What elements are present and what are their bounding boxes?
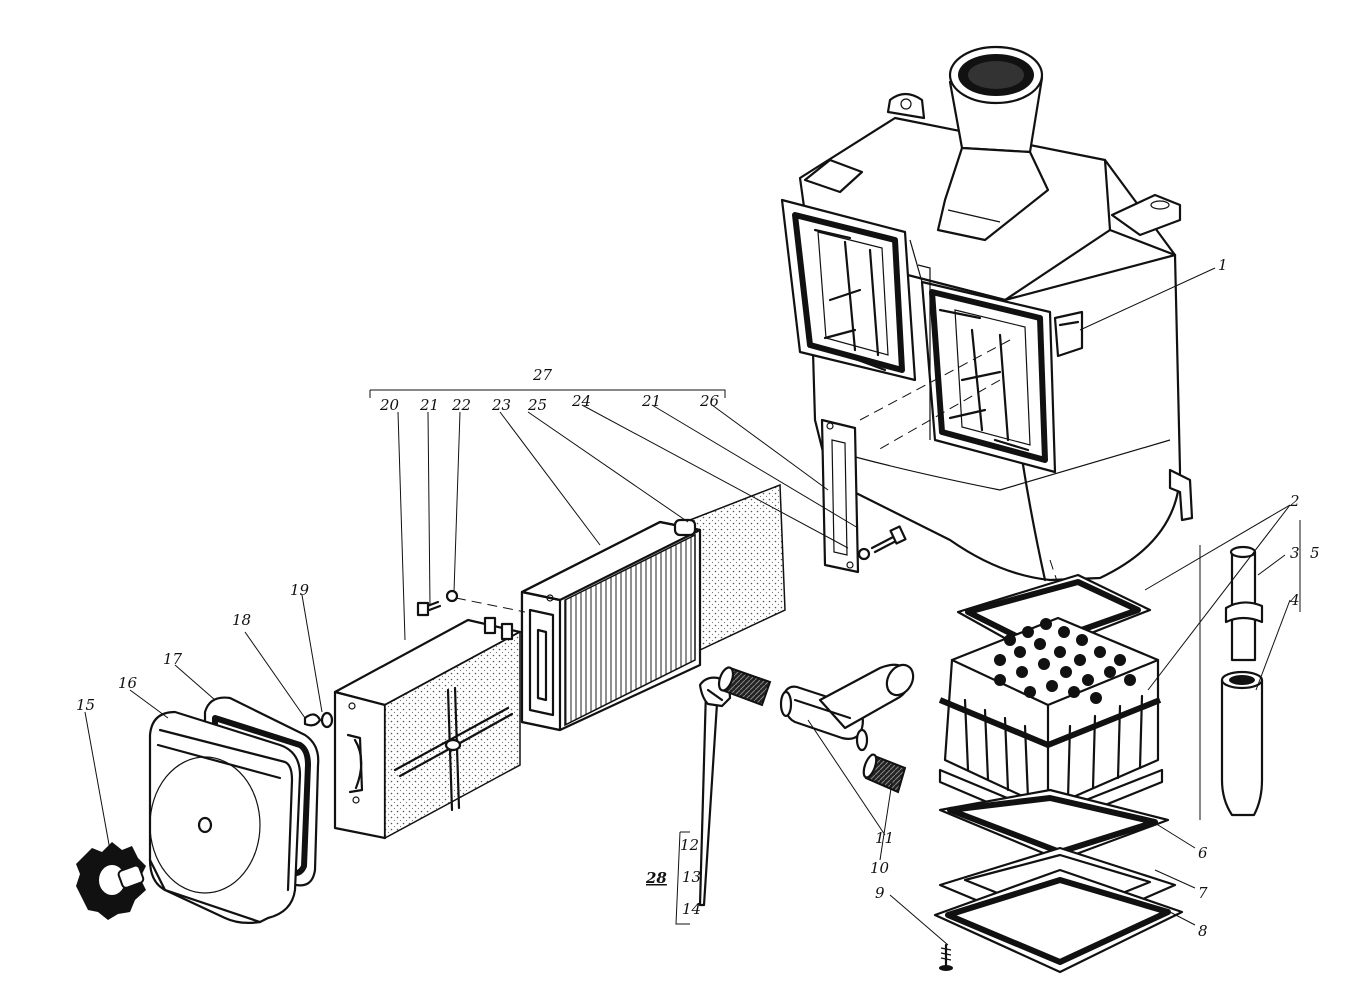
label-26: 26 bbox=[699, 392, 720, 410]
label-5: 5 bbox=[1310, 544, 1320, 562]
label-24: 24 bbox=[571, 392, 591, 410]
label-10: 10 bbox=[870, 859, 890, 877]
label-23: 23 bbox=[491, 396, 511, 414]
label-7: 7 bbox=[1198, 884, 1208, 902]
assembly-line bbox=[859, 339, 1011, 421]
label-14: 14 bbox=[682, 900, 701, 918]
label-3: 3 bbox=[1290, 544, 1300, 562]
window-studs-left bbox=[813, 228, 887, 372]
knob-15 bbox=[76, 842, 146, 920]
filter-core-23 bbox=[520, 483, 786, 732]
label-16: 16 bbox=[118, 674, 138, 692]
label-2: 2 bbox=[1289, 492, 1300, 510]
label-22: 22 bbox=[451, 396, 471, 414]
label-21-left: 21 bbox=[419, 396, 439, 414]
bolt-21-right bbox=[857, 525, 907, 561]
lower-stack-2-8 bbox=[933, 573, 1184, 974]
label-8: 8 bbox=[1198, 922, 1208, 940]
filter-housing-20 bbox=[333, 616, 522, 840]
label-1: 1 bbox=[1218, 256, 1228, 274]
label-21-right: 21 bbox=[641, 392, 661, 410]
tubes-3-4 bbox=[1220, 545, 1264, 817]
label-4: 4 bbox=[1289, 591, 1300, 609]
washer-22 bbox=[445, 589, 459, 603]
label-12: 12 bbox=[680, 836, 699, 854]
callout-labels: 1 2 3 4 5 6 7 8 9 10 11 12 13 14 15 16 1… bbox=[76, 256, 1320, 940]
wing-nut-18 bbox=[303, 713, 322, 727]
label-19: 19 bbox=[290, 581, 310, 599]
washer-19 bbox=[320, 711, 334, 729]
tube-ends bbox=[994, 618, 1136, 704]
label-17: 17 bbox=[163, 650, 183, 668]
cover-16 bbox=[148, 710, 302, 924]
rod-12-14 bbox=[698, 676, 732, 907]
assembly-line bbox=[877, 379, 1001, 451]
label-25: 25 bbox=[527, 396, 547, 414]
label-28: 28 bbox=[645, 869, 667, 887]
leader-lines bbox=[84, 267, 1301, 946]
label-6: 6 bbox=[1198, 844, 1208, 862]
stud-21-left bbox=[416, 600, 442, 617]
label-11: 11 bbox=[875, 829, 894, 847]
assembly-line bbox=[455, 597, 526, 613]
label-13: 13 bbox=[682, 868, 701, 886]
housing-part-1 bbox=[780, 45, 1194, 582]
label-20: 20 bbox=[379, 396, 400, 414]
window-studs-right bbox=[938, 308, 1030, 452]
label-9: 9 bbox=[875, 884, 885, 902]
label-15: 15 bbox=[76, 696, 95, 714]
label-27: 27 bbox=[532, 366, 553, 384]
label-18: 18 bbox=[232, 611, 251, 629]
tee-fitting-10-11 bbox=[717, 663, 915, 794]
assembly-line bbox=[1049, 559, 1061, 591]
